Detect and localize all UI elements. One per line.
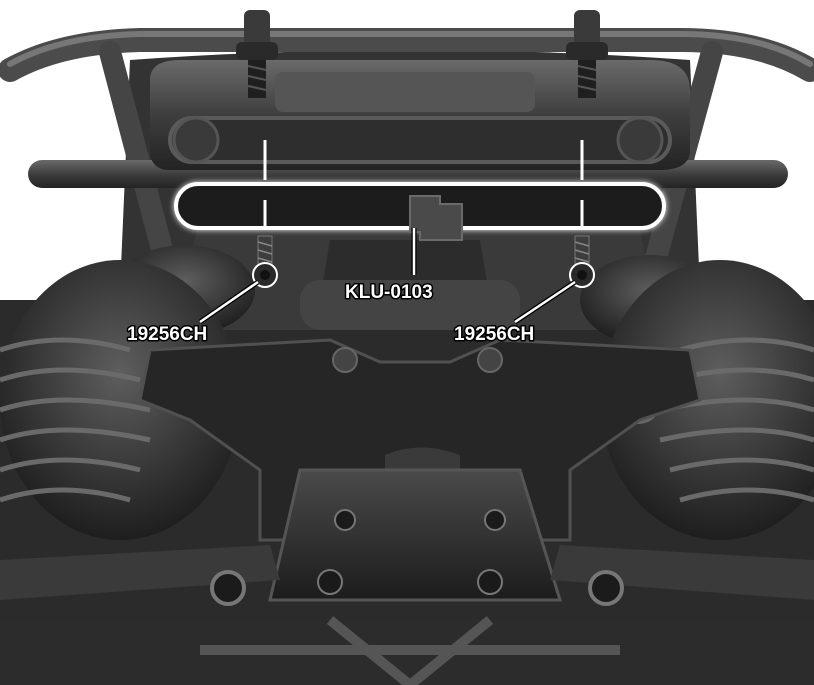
label-screw-left: 19256CH — [127, 324, 207, 345]
suspension-arms — [0, 545, 814, 685]
label-screw-right: 19256CH — [454, 324, 534, 345]
leader-lines — [198, 228, 577, 325]
shock-right — [580, 255, 814, 540]
bracket-klu-0103 — [174, 182, 666, 241]
screw-right — [569, 235, 595, 288]
bumper-mount — [150, 60, 690, 170]
top-post-right — [566, 10, 608, 98]
alignment-guides — [263, 140, 584, 230]
label-klu-0103: KLU-0103 — [345, 282, 433, 303]
top-post-left — [236, 10, 278, 98]
screw-left — [252, 235, 278, 288]
bulkhead — [268, 468, 563, 602]
